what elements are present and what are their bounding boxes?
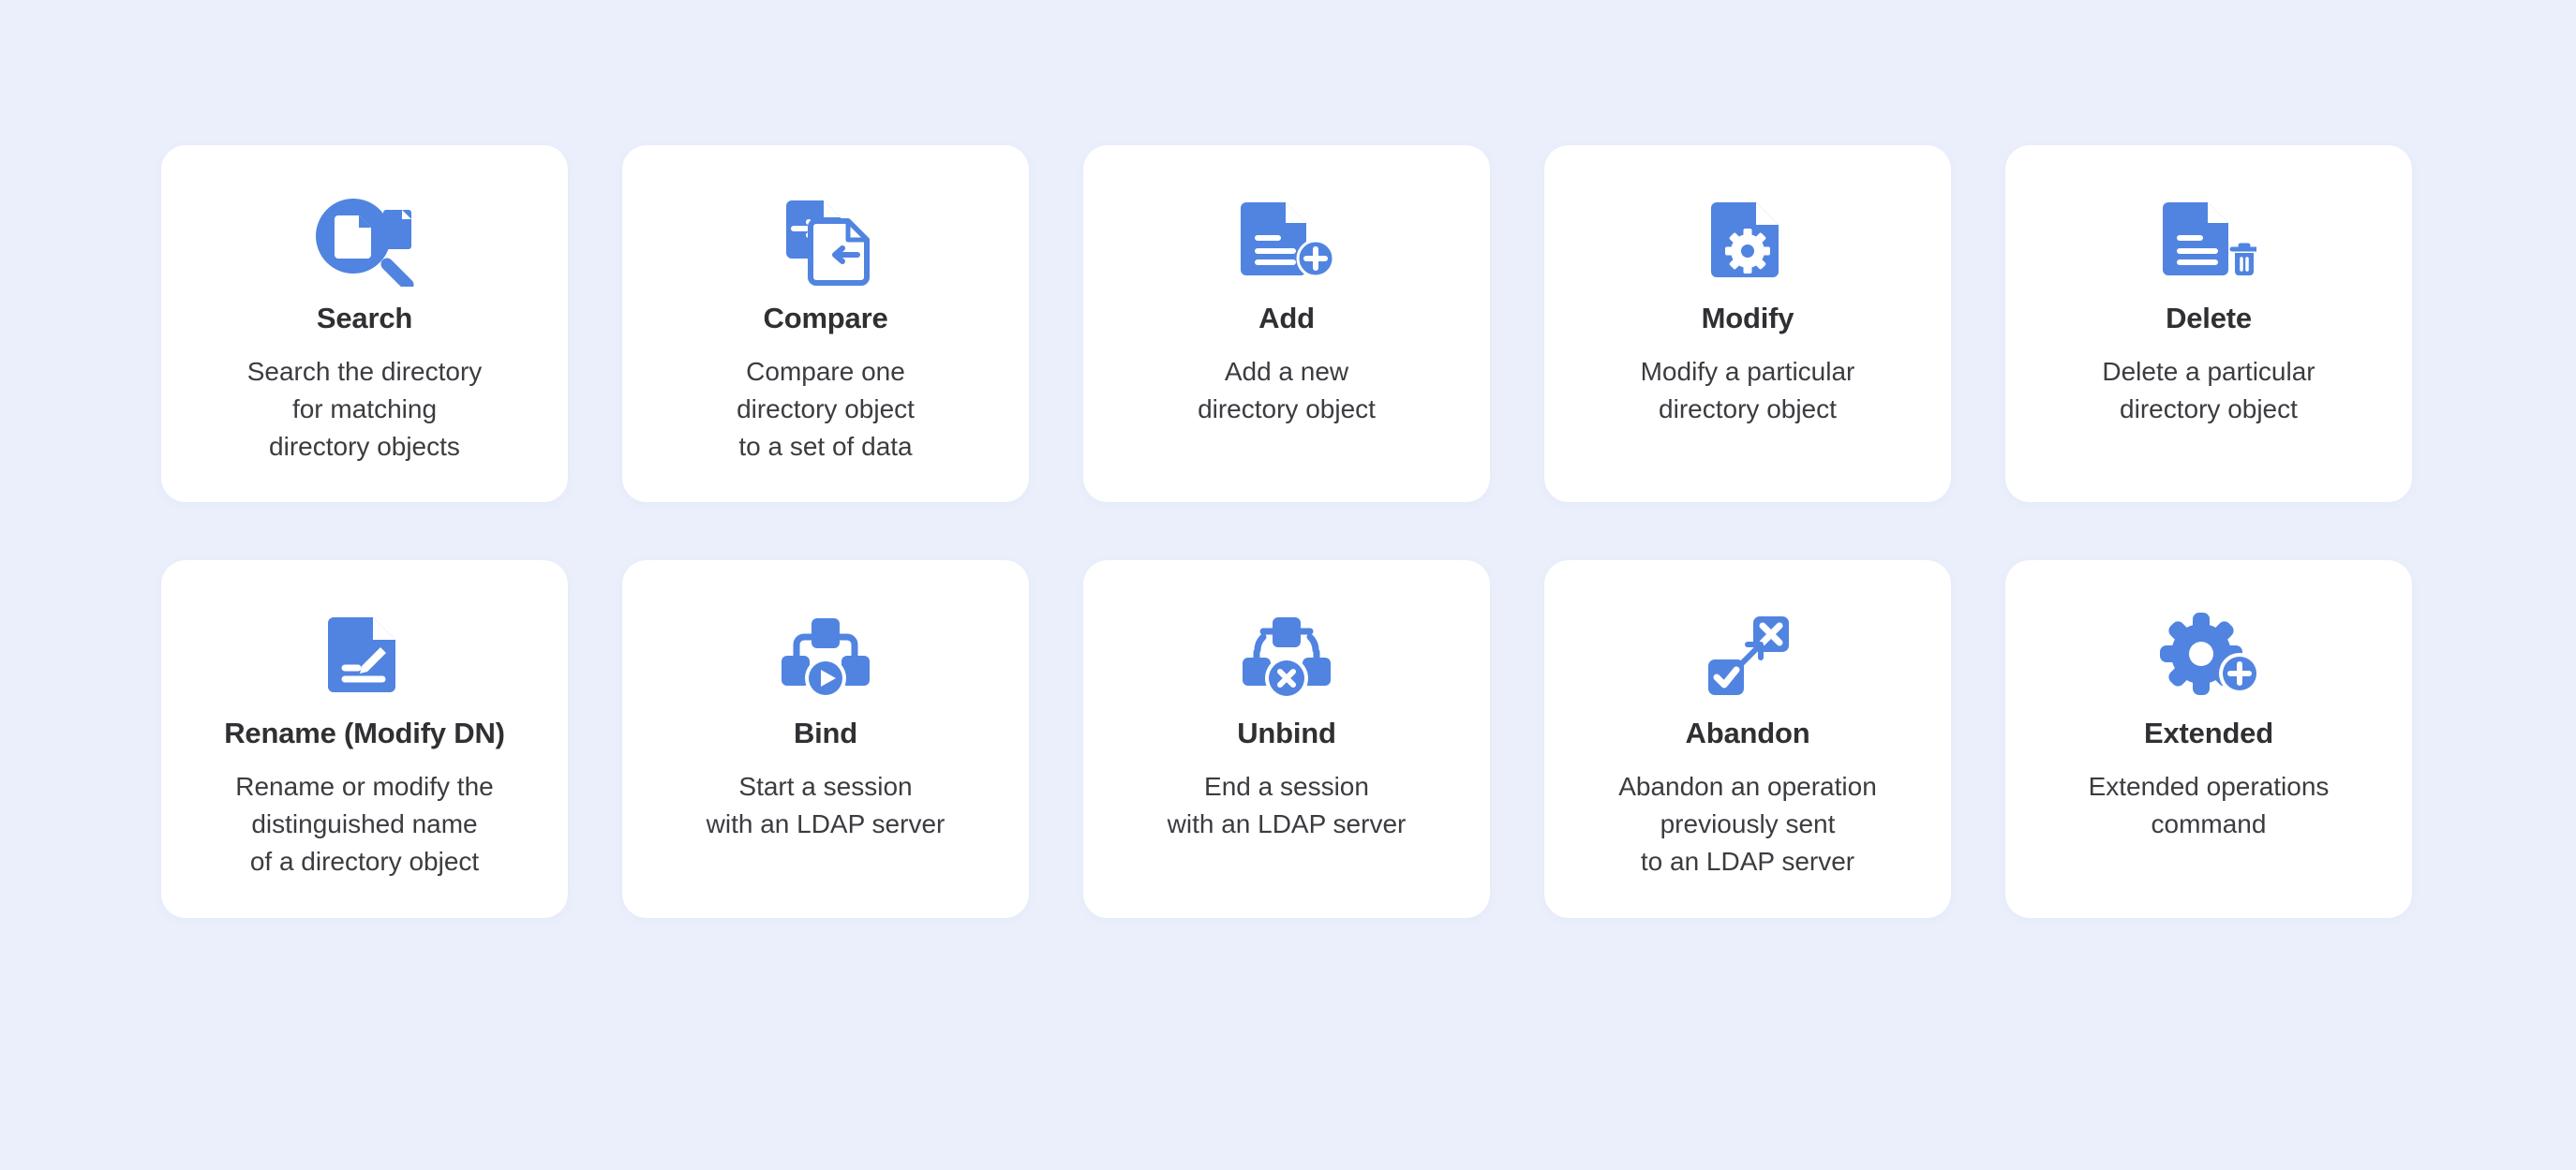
desc-line: Search the directory [246,357,483,387]
card-description: Start a session with an LDAP server [707,768,946,843]
desc-line: of a directory object [249,846,480,876]
sitemap-play-badge-icon [755,605,896,708]
check-box-arrow-x-box-icon [1677,605,1818,708]
card-title: Modify [1701,302,1794,334]
card-bind[interactable]: Bind Start a session with an LDAP server [622,560,1029,918]
desc-line: Start a session [738,772,913,802]
card-add[interactable]: Add Add a new directory object [1083,145,1490,503]
ldap-operations-grid: Search Search the directory for matching… [161,145,2414,918]
document-trash-icon [2138,190,2279,293]
desc-line: directory object [1198,393,1376,423]
desc-line: command [2151,809,2267,839]
desc-line: Rename or modify the [235,772,494,802]
card-title: Extended [2144,717,2273,750]
document-plus-badge-icon [1216,190,1357,293]
desc-line: End a session [1204,772,1369,802]
desc-line: Add a new [1224,357,1349,387]
desc-line: with an LDAP server [706,809,946,839]
desc-line: for matching [291,393,438,423]
card-modify[interactable]: Modify Modify a particular directory obj… [1544,145,1951,503]
gear-plus-badge-icon [2138,605,2279,708]
card-search[interactable]: Search Search the directory for matching… [161,145,568,503]
card-description: Extended operations command [2089,768,2330,843]
card-title: Compare [763,302,888,334]
desc-line: to a set of data [738,431,913,461]
card-title: Bind [793,717,858,750]
desc-line: directory object [737,393,915,423]
card-abandon[interactable]: Abandon Abandon an operation previously … [1544,560,1951,918]
two-documents-compare-arrows-icon [755,190,896,293]
desc-line: Abandon an operation [1618,772,1877,802]
card-title: Search [316,302,413,334]
card-description: Compare one directory object to a set of… [737,353,915,465]
broken-sitemap-x-badge-icon [1216,605,1357,708]
desc-line: directory object [1659,393,1837,423]
desc-line: Extended operations [2088,772,2330,802]
desc-line: directory object [2120,393,2298,423]
card-extended[interactable]: Extended Extended operations command [2005,560,2412,918]
card-title: Abandon [1685,717,1810,750]
card-delete[interactable]: Delete Delete a particular directory obj… [2005,145,2412,503]
card-title: Unbind [1237,717,1336,750]
card-description: Abandon an operation previously sent to … [1618,768,1877,880]
document-magnifier-search-icon [294,190,435,293]
desc-line: Delete a particular [2102,357,2315,387]
card-title: Add [1258,302,1315,334]
desc-line: previously sent [1660,809,1836,839]
desc-line: Modify a particular [1640,357,1855,387]
card-description: Delete a particular directory object [2102,353,2315,428]
card-title: Delete [2166,302,2252,334]
card-title: Rename (Modify DN) [224,717,505,750]
card-description: Modify a particular directory object [1641,353,1855,428]
desc-line: distinguished name [251,809,478,839]
card-compare[interactable]: Compare Compare one directory object to … [622,145,1029,503]
document-gear-icon [1677,190,1818,293]
desc-line: Compare one [746,357,905,387]
card-description: End a session with an LDAP server [1168,768,1407,843]
document-pencil-edit-icon [294,605,435,708]
card-description: Add a new directory object [1198,353,1376,428]
card-rename[interactable]: Rename (Modify DN) Rename or modify the … [161,560,568,918]
desc-line: with an LDAP server [1167,809,1407,839]
card-unbind[interactable]: Unbind End a session with an LDAP server [1083,560,1490,918]
card-description: Rename or modify the distinguished name … [235,768,493,880]
desc-line: directory objects [269,431,460,461]
desc-line: to an LDAP server [1640,846,1855,876]
card-description: Search the directory for matching direct… [247,353,483,465]
